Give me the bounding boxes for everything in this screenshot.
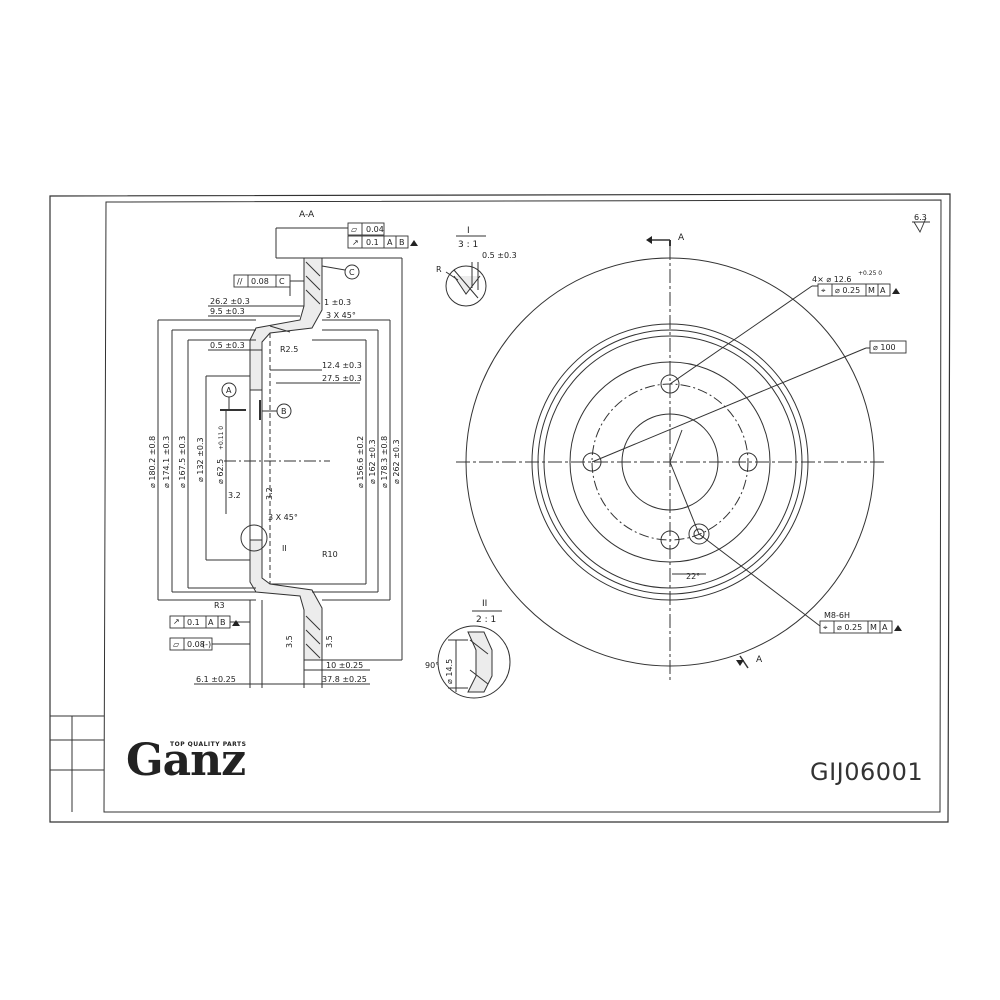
detail-i-view <box>445 235 487 307</box>
front-view <box>456 239 884 680</box>
dim-1: 1 ±0.3 <box>324 298 351 307</box>
detail-ii-dia: ⌀ 14.5 <box>445 659 454 684</box>
parallelism-datum: C <box>279 277 285 286</box>
dia-180: ⌀ 180.2 ±0.8 <box>148 436 157 488</box>
dim-9-5: 9.5 ±0.3 <box>210 307 245 316</box>
dim-r10: R10 <box>322 550 338 559</box>
runout-bottom-datum-a: A <box>208 618 214 627</box>
detail-ii-title: II <box>482 599 487 609</box>
detail-i-scale: 3 : 1 <box>458 240 478 250</box>
flatness-symbol-icon: ▱ <box>351 225 358 234</box>
dim-3-5-left: 3.5 <box>285 635 294 648</box>
detail-ii-scale: 2 : 1 <box>476 615 496 625</box>
runout-top-datum-b: B <box>399 238 405 247</box>
sheet-outer-border <box>49 193 951 823</box>
thread-pos-mod: M <box>870 623 877 632</box>
dim-37-8: 37.8 ±0.25 <box>322 675 367 684</box>
dim-10: 10 ±0.25 <box>326 661 363 670</box>
dim-r3: R3 <box>214 601 225 610</box>
section-view <box>157 227 403 688</box>
thread-hole-inner <box>693 528 705 540</box>
dia-132: ⌀ 132 ±0.3 <box>196 437 205 482</box>
thread-spec: M8-6H <box>824 611 850 620</box>
pcd-value: ⌀ 100 <box>873 343 896 352</box>
dim-0-5: 0.5 ±0.3 <box>210 341 245 350</box>
datum-c-label: C <box>349 268 355 277</box>
surface-finish-value: 6.3 <box>914 213 927 222</box>
dia-162: ⌀ 162 ±0.3 <box>368 439 377 484</box>
parallelism-symbol-icon: // <box>237 277 243 286</box>
dia-62-5: ⌀ 62.5 <box>216 459 225 484</box>
fcf-thread-box <box>819 620 893 634</box>
dim-26: 26.2 ±0.3 <box>210 297 250 306</box>
holes-pos-datum-a2: A <box>880 286 886 295</box>
detail-ii-angle: 90° <box>425 661 439 670</box>
section-arrow-icon <box>736 660 744 666</box>
detail-i-radius: R <box>436 265 442 274</box>
dim-3-2-left: 3.2 <box>228 491 241 500</box>
runout-bottom-datum-b: B <box>220 618 226 627</box>
datum-b-label: B <box>281 407 287 416</box>
dia-156: ⌀ 156.6 ±0.2 <box>356 436 365 488</box>
runout-bottom-symbol-icon: ↗ <box>173 617 180 626</box>
dim-27-5: 27.5 ±0.3 <box>322 374 362 383</box>
thread-hole-outer <box>688 523 710 545</box>
dim-3-5-right: 3.5 <box>325 635 334 648</box>
flatness-bottom-symbol-icon: ▱ <box>173 640 180 649</box>
datum-a-label: A <box>226 386 232 395</box>
dia-174: ⌀ 174.1 ±0.3 <box>162 436 171 488</box>
dia-167: ⌀ 167.5 ±0.3 <box>178 436 187 488</box>
dim-r2-5: R2.5 <box>280 345 298 354</box>
runout-top-value: 0.1 <box>366 238 379 247</box>
flatness-bottom-value: 0.08 <box>187 640 205 649</box>
runout-symbol-icon: ↗ <box>352 238 359 247</box>
thread-pos-value: ⌀ 0.25 <box>837 623 862 632</box>
holes-spec: 4× ⌀ 12.6 <box>812 275 852 284</box>
fcf-flatness-box <box>347 222 385 236</box>
holes-tol: +0.25 0 <box>858 270 882 277</box>
thread-pos-datum-a: A <box>882 623 888 632</box>
dim-3-2-right: 3.2 <box>265 487 274 500</box>
surface-finish-icon <box>913 217 927 233</box>
position-symbol-icon: ⌖ <box>823 623 828 632</box>
brand-logo: Ganz <box>126 735 246 786</box>
fcf-runout-top-box <box>347 235 409 249</box>
section-label-bottom: A <box>756 655 763 665</box>
dim-6-1: 6.1 ±0.25 <box>196 675 236 684</box>
dim-chamfer-top: 3 X 45° <box>326 311 356 320</box>
position-symbol-icon: ⌖ <box>821 286 826 295</box>
section-arrow-icon <box>646 236 652 244</box>
fcf-holes-box <box>817 283 891 297</box>
sheet-inner-border <box>103 199 942 813</box>
datum-triangle-icon <box>232 620 240 626</box>
runout-top-datum-a: A <box>387 238 393 247</box>
brand-tagline: TOP QUALITY PARTS <box>170 741 247 748</box>
detail-ii-ref: II <box>282 544 287 553</box>
dia-62-5-tol: +0.11 0 <box>218 426 225 450</box>
detail-i-dim: 0.5 ±0.3 <box>482 251 517 260</box>
runout-bottom-value: 0.1 <box>187 618 200 627</box>
flatness-value: 0.04 <box>366 225 384 234</box>
dia-178: ⌀ 178.3 ±0.8 <box>380 436 389 488</box>
flatness-bottom-mod: (-) <box>202 640 211 649</box>
holes-pos-value: ⌀ 0.25 <box>835 286 860 295</box>
datum-triangle-icon <box>410 240 418 246</box>
fcf-flatness-bottom-box <box>169 637 213 651</box>
fcf-runout-bottom-box <box>169 615 231 629</box>
detail-i-title: I <box>467 226 470 236</box>
holes-pos-mod: M <box>868 286 875 295</box>
dia-262: ⌀ 262 ±0.3 <box>392 439 401 484</box>
parallelism-value: 0.08 <box>251 277 269 286</box>
detail-ii-view <box>437 610 511 699</box>
pcd-box <box>869 340 907 354</box>
part-number: GIJ06001 <box>810 758 924 786</box>
section-label-top: A <box>678 233 685 243</box>
datum-triangle-icon <box>892 288 900 294</box>
dim-12-4: 12.4 ±0.3 <box>322 361 362 370</box>
datum-triangle-icon <box>894 625 902 631</box>
dim-chamfer-bottom: 3 X 45° <box>268 513 298 522</box>
angle-value: 22° <box>686 572 700 581</box>
section-title: A-A <box>299 210 315 220</box>
